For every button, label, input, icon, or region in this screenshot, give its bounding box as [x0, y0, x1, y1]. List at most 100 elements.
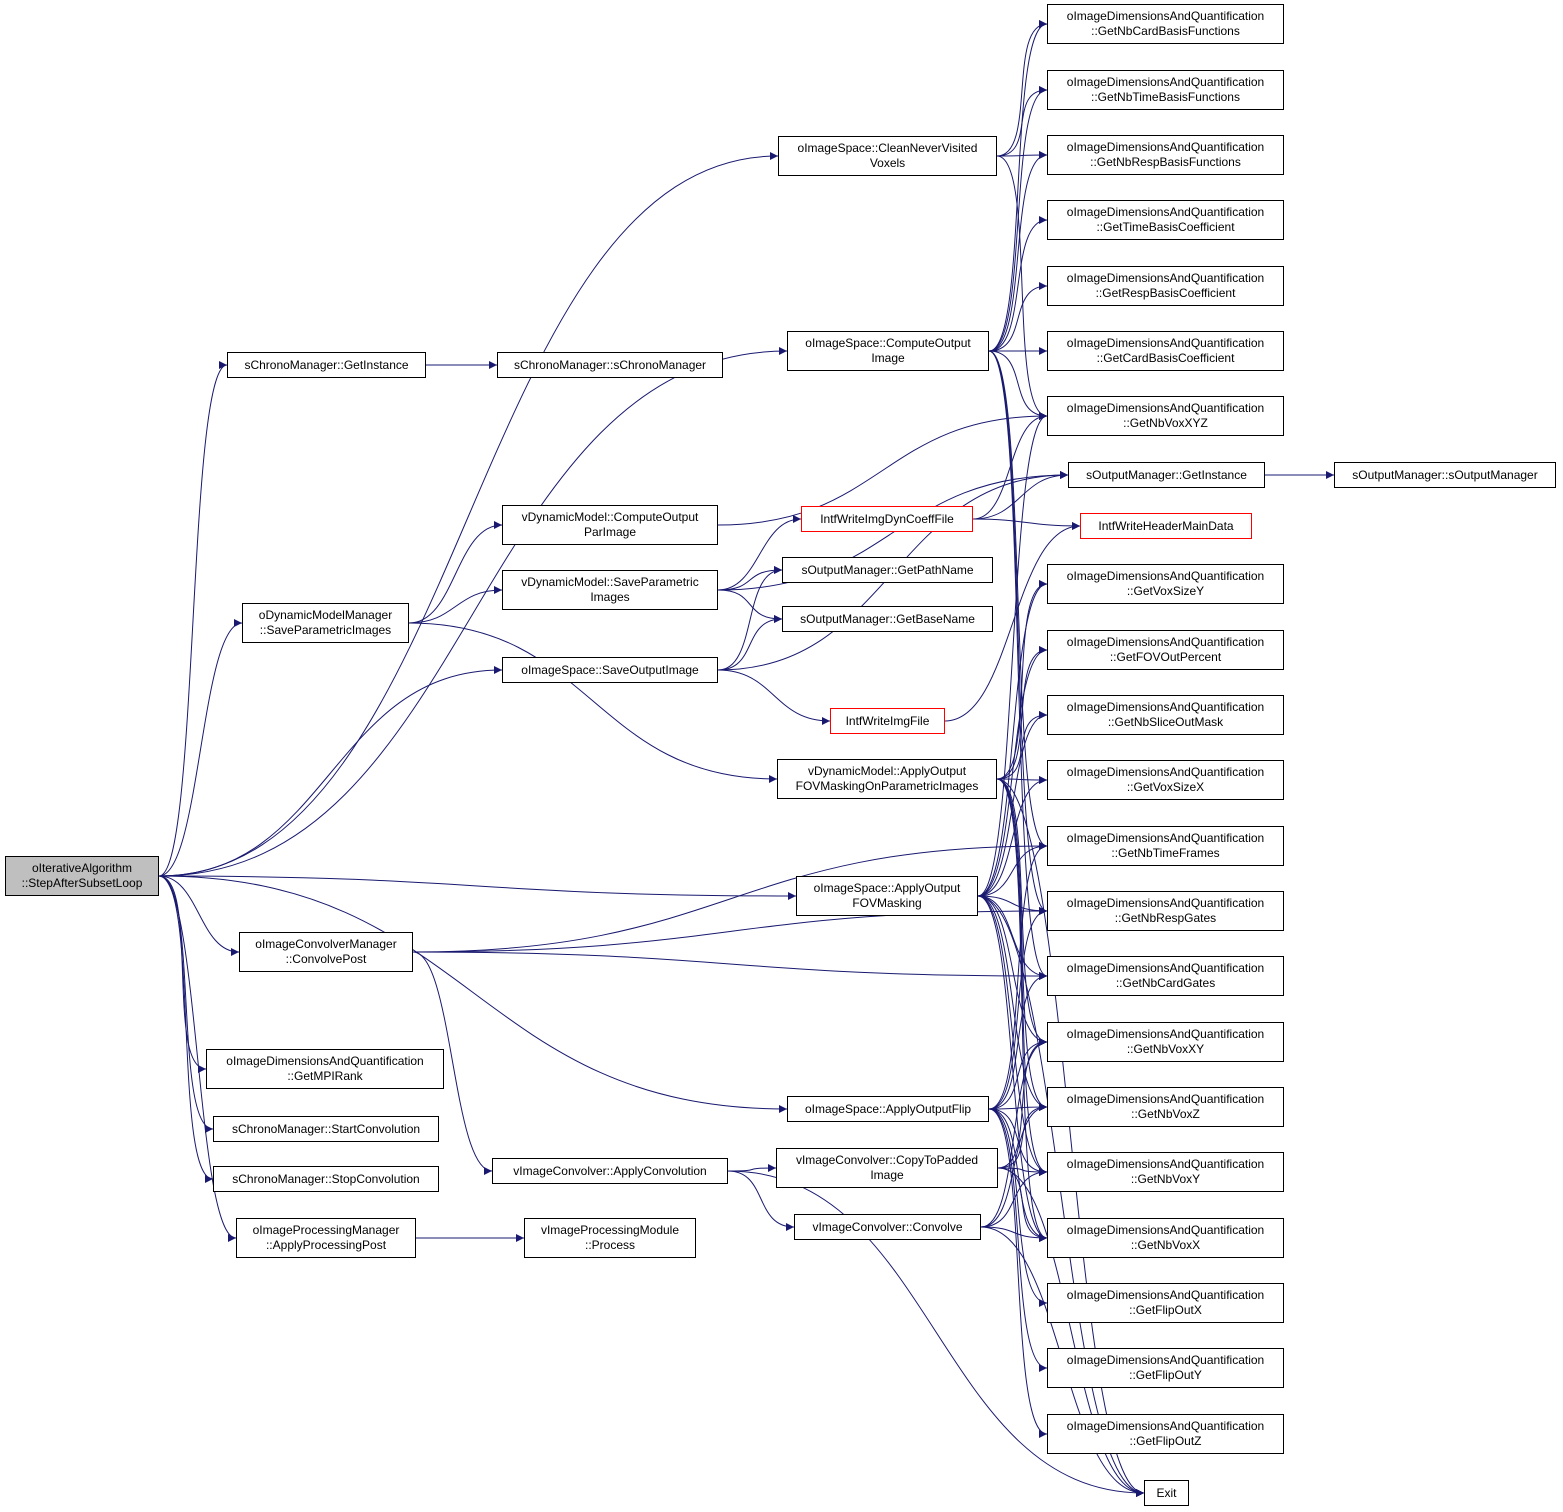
node-idq-mpirank[interactable]: oImageDimensionsAndQuantification::GetMP… — [206, 1049, 444, 1089]
edge-is-apply-flip-to-idq-cardgates — [988, 972, 1048, 1110]
node-label: oDynamicModelManager — [258, 608, 393, 622]
node-ic-convolve[interactable]: vImageConvolver::Convolve — [794, 1214, 981, 1240]
node-idq-resp-basis[interactable]: oImageDimensionsAndQuantification::GetNb… — [1047, 135, 1284, 175]
node-label: ::GetMPIRank — [287, 1069, 363, 1083]
node-label: ::GetNbTimeBasisFunctions — [1091, 90, 1240, 104]
edge-write-dyn-to-write-header — [972, 518, 1081, 530]
edge-write-dyn-to-idq-voxxyz — [972, 412, 1048, 520]
edge-dm-apply-mask-to-idq-voxxy — [996, 778, 1048, 1046]
node-label: oImageDimensionsAndQuantification — [1066, 896, 1265, 910]
edge-is-apply-flip-to-idq-voxy — [988, 1108, 1048, 1176]
node-label: ::GetNbSliceOutMask — [1107, 715, 1224, 729]
node-chrono-start[interactable]: sChronoManager::StartConvolution — [213, 1116, 439, 1142]
node-idq-flipy[interactable]: oImageDimensionsAndQuantification::GetFl… — [1047, 1348, 1284, 1388]
node-idq-voxz[interactable]: oImageDimensionsAndQuantification::GetNb… — [1047, 1087, 1284, 1127]
node-idq-voxx[interactable]: oImageDimensionsAndQuantification::GetNb… — [1047, 1218, 1284, 1258]
edge-is-apply-flip-to-idq-voxx — [988, 1108, 1048, 1242]
edge-is-apply-mask-to-idq-slice — [977, 711, 1048, 897]
node-label: ::GetVoxSizeY — [1126, 584, 1205, 598]
node-icm-convolve[interactable]: oImageConvolverManager::ConvolvePost — [239, 932, 413, 972]
node-idq-voxy[interactable]: oImageDimensionsAndQuantification::GetNb… — [1047, 1152, 1284, 1192]
node-idq-flipx[interactable]: oImageDimensionsAndQuantification::GetFl… — [1047, 1283, 1284, 1323]
edge-ic-apply-to-ic-convolve — [727, 1170, 795, 1231]
node-label: ::GetNbVoxZ — [1131, 1107, 1200, 1121]
node-label: ::GetNbRespGates — [1114, 911, 1217, 925]
node-label: oImageDimensionsAndQuantification — [1066, 1288, 1265, 1302]
node-write-img[interactable]: IntfWriteImgFile — [830, 708, 945, 734]
edge-dm-apply-mask-to-idq-voxz — [996, 778, 1048, 1111]
node-idq-respgates[interactable]: oImageDimensionsAndQuantification::GetNb… — [1047, 891, 1284, 931]
edge-is-clean-to-idq-card-basis — [996, 20, 1048, 157]
node-idq-time-coeff[interactable]: oImageDimensionsAndQuantification::GetTi… — [1047, 200, 1284, 240]
node-idq-slice[interactable]: oImageDimensionsAndQuantification::GetNb… — [1047, 695, 1284, 735]
node-write-dyn[interactable]: IntfWriteImgDynCoeffFile — [801, 506, 973, 532]
node-dmm-save[interactable]: oDynamicModelManager::SaveParametricImag… — [242, 603, 409, 643]
edge-write-img-to-write-header — [944, 522, 1081, 722]
node-idq-time-basis[interactable]: oImageDimensionsAndQuantification::GetNb… — [1047, 70, 1284, 110]
node-write-header[interactable]: IntfWriteHeaderMainData — [1080, 513, 1252, 539]
edge-ic-copy-to-exit — [997, 1167, 1145, 1497]
node-is-apply-flip[interactable]: oImageSpace::ApplyOutputFlip — [787, 1096, 989, 1122]
node-chrono-ctor[interactable]: sChronoManager::sChronoManager — [497, 352, 723, 378]
node-chrono-stop[interactable]: sChronoManager::StopConvolution — [213, 1166, 439, 1192]
edge-dmm-save-to-dm-compute-par — [408, 521, 503, 624]
node-label: FOVMasking — [852, 896, 922, 910]
node-chrono-getinstance[interactable]: sChronoManager::GetInstance — [227, 352, 426, 378]
node-om-getpath[interactable]: sOutputManager::GetPathName — [782, 557, 993, 583]
node-is-save-output[interactable]: oImageSpace::SaveOutputImage — [502, 657, 718, 683]
edge-is-compute-output-to-idq-time-coeff — [988, 216, 1048, 352]
node-ipmod-process[interactable]: vImageProcessingModule::Process — [524, 1218, 696, 1258]
node-idq-voxxyz[interactable]: oImageDimensionsAndQuantification::GetNb… — [1047, 396, 1284, 436]
edge-is-apply-mask-to-idq-fov — [977, 646, 1048, 897]
node-om-getbase[interactable]: sOutputManager::GetBaseName — [782, 606, 993, 632]
edge-root-to-icm-convolve — [158, 875, 240, 956]
node-label: ::GetNbVoxXYZ — [1123, 416, 1208, 430]
node-idq-voxsizey[interactable]: oImageDimensionsAndQuantification::GetVo… — [1047, 564, 1284, 604]
edge-is-apply-mask-to-idq-voxxyz — [977, 412, 1048, 897]
node-label: oImageDimensionsAndQuantification — [1066, 1419, 1265, 1433]
node-label: oImageDimensionsAndQuantification — [1066, 569, 1265, 583]
edge-is-clean-to-idq-voxxyz — [996, 155, 1048, 420]
edge-is-save-output-to-write-img — [717, 669, 831, 725]
node-idq-resp-coeff[interactable]: oImageDimensionsAndQuantification::GetRe… — [1047, 266, 1284, 306]
node-label: Images — [590, 590, 630, 604]
node-idq-voxxy[interactable]: oImageDimensionsAndQuantification::GetNb… — [1047, 1022, 1284, 1062]
node-root[interactable]: oIterativeAlgorithm::StepAfterSubsetLoop — [5, 856, 159, 896]
edge-is-apply-mask-to-idq-voxz — [977, 895, 1048, 1111]
node-label: ParImage — [583, 525, 637, 539]
node-exit[interactable]: Exit — [1144, 1480, 1189, 1506]
node-ipm-apply[interactable]: oImageProcessingManager::ApplyProcessing… — [236, 1218, 416, 1258]
node-idq-card-coeff[interactable]: oImageDimensionsAndQuantification::GetCa… — [1047, 331, 1284, 371]
node-label: ::ApplyProcessingPost — [265, 1238, 387, 1252]
edge-is-compute-output-to-idq-voxxyz — [988, 350, 1048, 420]
node-idq-card-basis[interactable]: oImageDimensionsAndQuantification::GetNb… — [1047, 4, 1284, 44]
edge-dm-apply-mask-to-idq-fov — [996, 646, 1048, 780]
node-idq-cardgates[interactable]: oImageDimensionsAndQuantification::GetNb… — [1047, 956, 1284, 996]
node-label: ::GetCardBasisCoefficient — [1096, 351, 1235, 365]
node-idq-fov[interactable]: oImageDimensionsAndQuantification::GetFO… — [1047, 630, 1284, 670]
node-label: oImageDimensionsAndQuantification — [1066, 336, 1265, 350]
node-label: sChronoManager::StopConvolution — [232, 1171, 420, 1186]
node-om-ctor[interactable]: sOutputManager::sOutputManager — [1334, 462, 1556, 488]
edge-is-apply-mask-to-idq-voxsizex — [977, 776, 1048, 897]
node-idq-timeframes[interactable]: oImageDimensionsAndQuantification::GetNb… — [1047, 826, 1284, 866]
node-idq-voxsizex[interactable]: oImageDimensionsAndQuantification::GetVo… — [1047, 760, 1284, 800]
edge-icm-convolve-to-idq-cardgates — [412, 951, 1048, 980]
node-idq-flipz[interactable]: oImageDimensionsAndQuantification::GetFl… — [1047, 1414, 1284, 1454]
edge-is-apply-mask-to-exit — [977, 895, 1145, 1497]
edge-ic-copy-to-idq-voxy — [997, 1167, 1048, 1176]
node-ic-apply[interactable]: vImageConvolver::ApplyConvolution — [492, 1158, 728, 1184]
node-label: Image — [871, 351, 905, 365]
node-om-getinstance[interactable]: sOutputManager::GetInstance — [1068, 462, 1265, 488]
edge-dm-save-par-to-write-dyn — [717, 515, 802, 591]
node-label: oImageDimensionsAndQuantification — [1066, 765, 1265, 779]
